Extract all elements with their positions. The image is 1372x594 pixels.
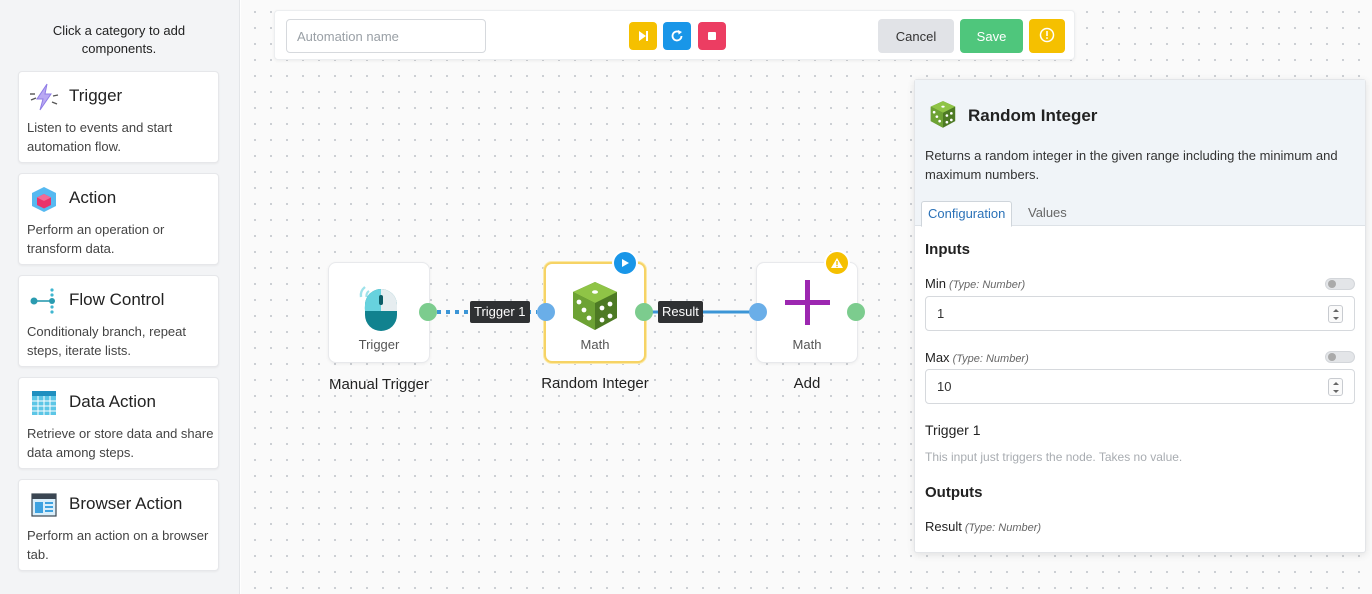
component-sidebar: Click a category to add components. Trig… [0,0,240,594]
node-label: Add [793,375,821,392]
category-title: Action [69,188,117,207]
min-stepper[interactable] [1328,305,1343,323]
field-type: (Type: Number) [948,279,1026,291]
mouse-icon [359,286,397,331]
max-value-field[interactable] [926,370,1306,403]
category-title: Flow Control [69,290,165,309]
category-description: Retrieve or store data and share data am… [27,426,214,460]
category-browser-action[interactable]: Browser Action Perform an action on a br… [18,479,219,571]
automation-name-input[interactable] [286,19,486,53]
cube-icon [32,187,56,212]
output-result: Result(Type: Number) [925,519,1041,534]
max-input[interactable] [925,369,1355,404]
node-add[interactable]: Math [756,262,858,363]
cancel-button[interactable]: Cancel [878,19,954,53]
stop-icon [708,32,716,40]
category-title: Browser Action [69,494,183,513]
lightning-icon [30,83,59,111]
edge-label: Result [658,301,703,323]
browser-window-icon [31,493,57,517]
panel-header: Random Integer Returns a random integer … [915,80,1365,227]
node-type: Math [792,337,822,352]
min-value-field[interactable] [926,297,1306,330]
node-label: Random Integer [541,375,649,392]
trigger-input-name: Trigger 1 [925,422,981,438]
node-label: Manual Trigger [328,376,430,393]
category-title: Data Action [69,392,156,411]
input-port[interactable] [749,303,767,321]
category-description: Perform an operation or transform data. [27,222,165,256]
plus-icon [785,280,830,325]
field-name: Result [925,519,962,534]
category-flow-control[interactable]: Flow Control Conditionaly branch, repeat… [18,275,219,367]
min-toggle[interactable] [1325,278,1355,290]
max-stepper[interactable] [1328,378,1343,396]
run-badge[interactable] [612,250,638,276]
tab-configuration[interactable]: Configuration [921,201,1013,227]
category-title: Trigger [69,86,123,105]
table-icon [32,391,56,415]
category-trigger[interactable]: Trigger Listen to events and start autom… [18,71,219,163]
output-port[interactable] [847,303,865,321]
panel-description: Returns a random integer in the given ra… [925,148,1338,182]
panel-title: Random Integer [968,106,1098,125]
node-manual-trigger[interactable]: Trigger [328,262,430,363]
play-icon [622,259,629,267]
output-port[interactable] [635,303,653,321]
category-description: Perform an action on a browser tab. [27,528,209,562]
stop-button[interactable] [698,22,726,50]
alert-circle-icon [1039,27,1055,42]
field-type: (Type: Number) [952,353,1029,365]
reset-button[interactable] [663,22,691,50]
input-port[interactable] [537,303,555,321]
field-name: Min [925,276,946,291]
category-data-action[interactable]: Data Action Retrieve or store data and s… [18,377,219,469]
warning-badge[interactable] [824,250,850,276]
field-type: (Type: Number) [964,522,1042,534]
node-random-integer[interactable]: Math [544,262,646,363]
field-label-min: Min(Type: Number) [925,276,1025,291]
field-name: Max [925,350,950,365]
min-input[interactable] [925,296,1355,331]
field-label-max: Max(Type: Number) [925,350,1029,365]
flow-icon [30,288,55,314]
sidebar-hint: Click a category to add components. [52,23,186,56]
tab-values[interactable]: Values [1028,205,1067,220]
node-type: Trigger [358,337,400,352]
refresh-icon [671,30,683,42]
max-toggle[interactable] [1325,351,1355,363]
dice-icon [573,282,617,330]
properties-panel: Random Integer Returns a random integer … [914,79,1366,553]
step-button[interactable] [629,22,657,50]
inputs-heading: Inputs [925,241,970,258]
edge-label: Trigger 1 [470,301,530,323]
step-forward-icon [639,31,648,41]
category-description: Listen to events and start automation fl… [27,120,173,154]
node-type: Math [580,337,610,352]
category-description: Conditionaly branch, repeat steps, itera… [27,324,186,358]
outputs-heading: Outputs [925,484,983,501]
issues-button[interactable] [1029,19,1065,53]
trigger-input-note: This input just triggers the node. Takes… [925,450,1183,464]
output-port[interactable] [419,303,437,321]
save-button[interactable]: Save [960,19,1023,53]
category-action[interactable]: Action Perform an operation or transform… [18,173,219,265]
warning-icon [831,258,843,268]
dice-icon [930,101,956,128]
toolbar: Cancel Save [274,10,1075,60]
